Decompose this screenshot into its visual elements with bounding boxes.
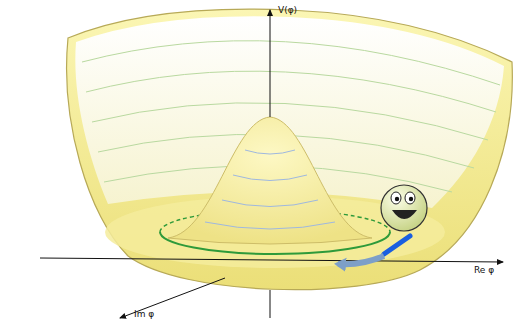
axis-label: V(φ) [278, 6, 297, 16]
eye [405, 192, 415, 204]
contour-line [205, 222, 335, 229]
contour-line [222, 200, 318, 207]
pupil [395, 197, 399, 201]
contour-line [86, 71, 496, 112]
axis-label: Re φ [474, 266, 494, 276]
goldstone-mode-arrow [338, 256, 384, 264]
hump-contours [205, 150, 335, 229]
v-axis [270, 10, 271, 117]
contour-line [233, 175, 307, 181]
smiley-ball [381, 185, 427, 231]
eye [391, 192, 401, 204]
pupil [409, 197, 413, 201]
contour-line [82, 41, 500, 85]
bowl-surface [67, 9, 513, 290]
ball [381, 185, 427, 231]
minimum-circle-front [160, 232, 390, 254]
bowl-inner-wall [75, 16, 504, 208]
contour-line [245, 150, 295, 154]
mouth [392, 210, 417, 219]
central-hump [168, 117, 372, 244]
v-axis [270, 290, 271, 318]
axis-label: Im φ [134, 310, 154, 320]
re-axis [40, 258, 503, 262]
radial-mode-arrow [384, 236, 410, 254]
